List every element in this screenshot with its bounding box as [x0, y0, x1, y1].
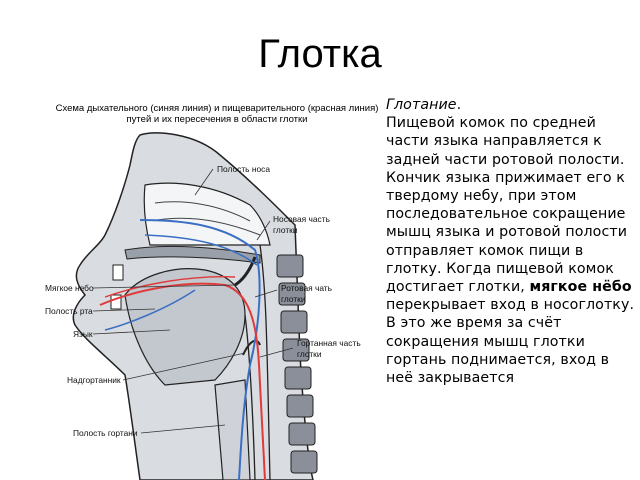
- slide-title: Глотка: [258, 32, 382, 76]
- text-body-part2: перекрывает вход в носоглотку. В это же …: [386, 297, 635, 387]
- food-path-line: [99, 282, 266, 480]
- text-heading-punct: .: [456, 97, 462, 113]
- label-tongue: Язык: [73, 329, 93, 339]
- upper-teeth: [112, 264, 124, 281]
- label-epiglottis: Надгортанник: [67, 375, 121, 385]
- text-highlight: мягкое нёбо: [529, 279, 632, 296]
- body-text: Глотание. Пищевой комок по средней части…: [386, 96, 636, 387]
- epiglottis-shape: [242, 339, 261, 356]
- text-body-part1: Пищевой комок по средней части языка нап…: [386, 115, 628, 296]
- label-oropharynx-2: глотки: [281, 294, 306, 304]
- label-oral-cavity: Полость рта: [45, 306, 93, 316]
- figure-caption: Схема дыхательного (синяя линия) и пищев…: [55, 103, 379, 125]
- pharynx-wall: [259, 244, 271, 480]
- hard-palate: [124, 245, 261, 264]
- label-laryngopharynx-1: Гортанная часть: [297, 338, 361, 348]
- airway-line: [139, 219, 261, 480]
- label-soft-palate: Мягкое небо: [45, 283, 94, 293]
- soft-palate-shape: [234, 256, 257, 287]
- text-heading: Глотание: [386, 97, 457, 113]
- pharynx-diagram: Полость носа Носовая часть глотки Мягкое…: [45, 132, 361, 480]
- label-nasal-cavity: Полость носа: [217, 164, 270, 174]
- label-nasopharynx-2: глотки: [273, 225, 298, 235]
- label-laryngopharynx-2: глотки: [297, 349, 322, 359]
- label-larynx-cavity: Полость гортани: [73, 428, 138, 438]
- label-nasopharynx-1: Носовая часть: [273, 214, 331, 224]
- label-oropharynx-1: Ротовая чать: [281, 283, 333, 293]
- cervical-spine: [276, 254, 318, 474]
